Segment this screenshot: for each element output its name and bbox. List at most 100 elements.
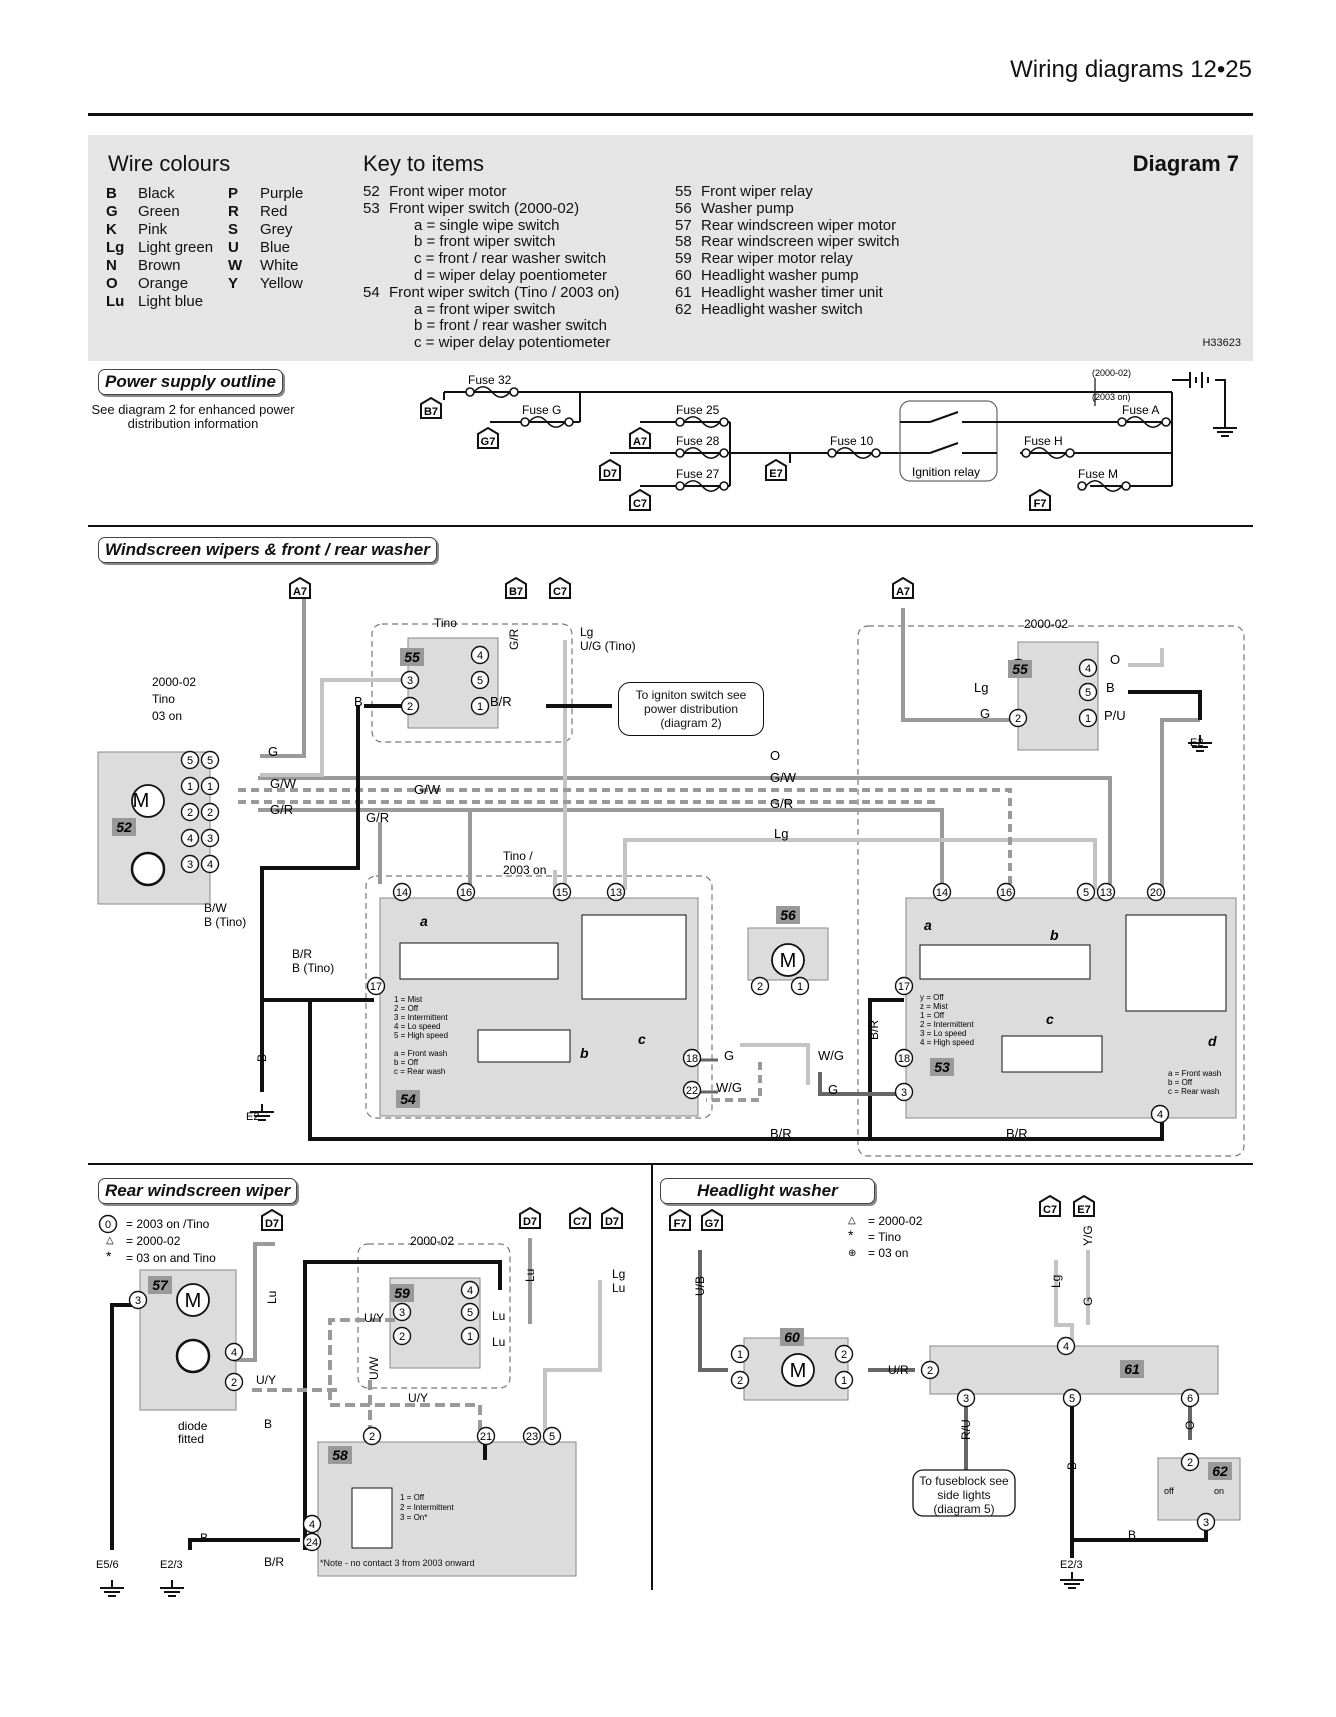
terminal-number: 21 <box>480 1431 492 1443</box>
wire-label: Lu <box>523 1269 537 1282</box>
earth-label: E2/3 <box>160 1559 183 1571</box>
fuse-label: Fuse 28 <box>676 434 720 448</box>
connector-label: D7 <box>605 1216 619 1228</box>
wire-name: Grey <box>260 221 293 238</box>
terminal-number: 4 <box>231 1347 237 1359</box>
terminal-number: 2 <box>927 1365 933 1377</box>
component-number-badge <box>396 1090 420 1108</box>
terminal <box>682 1080 702 1100</box>
component-number: 52 <box>116 819 132 835</box>
diode-note: fitted <box>178 1432 204 1446</box>
terminal <box>1180 1452 1200 1472</box>
connector-box <box>629 426 651 449</box>
connector-box <box>519 1206 541 1229</box>
component-number-badge <box>1008 660 1032 678</box>
connector-label: D7 <box>265 1218 279 1230</box>
power-supply-diagram <box>443 372 1238 493</box>
terminal-number: 1 <box>207 781 213 793</box>
key-text: c = wiper delay potentiometer <box>414 334 611 352</box>
terminal <box>392 1326 412 1346</box>
switch-legend: b = Off <box>1168 1078 1193 1087</box>
terminal-number: 23 <box>526 1431 538 1443</box>
connector-box <box>599 458 621 481</box>
wire-label: B <box>264 1417 272 1431</box>
wire-label: O <box>1183 1421 1197 1430</box>
terminal <box>362 1426 382 1446</box>
connector-box <box>289 576 311 599</box>
wire-label: U/Y <box>364 1311 384 1325</box>
wire-label: G/R <box>770 796 793 811</box>
terminal <box>1096 882 1116 902</box>
terminal <box>956 1388 976 1408</box>
wire-label: B <box>255 1054 269 1062</box>
terminal <box>200 776 220 796</box>
key-item: b = front / rear washer switch <box>363 317 607 334</box>
legend-symbol: △ <box>106 1235 114 1246</box>
wire-code: Y <box>228 275 239 292</box>
terminal-number: 14 <box>936 887 948 899</box>
wire-label: G/R <box>366 810 389 825</box>
terminal-number: 17 <box>898 981 910 993</box>
terminal <box>682 1048 702 1068</box>
component-number-badge <box>400 648 424 666</box>
wire-label: B <box>1128 1528 1136 1542</box>
wire-label: B (Tino) <box>204 915 246 929</box>
terminal <box>894 1048 914 1068</box>
component-number: 55 <box>1012 661 1028 677</box>
terminal-number: 2 <box>369 1431 375 1443</box>
component-number: 55 <box>404 649 420 665</box>
wire-label: B/R <box>770 1126 792 1141</box>
wire-label: B/R <box>292 947 312 961</box>
component-number-badge <box>780 1328 804 1346</box>
wire-label: O <box>1110 652 1120 667</box>
key-item: c = front / rear washer switch <box>363 250 606 267</box>
wire-code: N <box>106 257 117 274</box>
terminal-number: 4 <box>467 1285 473 1297</box>
terminal-number: 20 <box>1150 887 1162 899</box>
terminal-number: 16 <box>460 887 472 899</box>
terminal-number: 18 <box>686 1053 698 1065</box>
wire-colours-title: Wire colours <box>108 151 231 176</box>
connector-box <box>1029 488 1051 511</box>
terminal-number: 3 <box>963 1393 969 1405</box>
wire-label: U/B <box>693 1276 707 1296</box>
terminal-number: 13 <box>1100 887 1112 899</box>
ignition-switch-note-box <box>618 682 764 736</box>
connector-box <box>765 458 787 481</box>
connector-label: G7 <box>705 1218 720 1230</box>
terminal <box>366 976 386 996</box>
wire-label: G <box>980 706 990 721</box>
key-text: Rear wiper motor relay <box>701 250 853 268</box>
terminal-number: 5 <box>1083 887 1089 899</box>
connector-label: A7 <box>896 586 910 598</box>
wire-label: G/R <box>507 628 521 650</box>
key-number: 59 <box>675 250 692 268</box>
terminal-number: 5 <box>1085 687 1091 699</box>
component-number-badge <box>328 1446 352 1464</box>
terminal <box>470 645 490 665</box>
terminal-number: 1 <box>841 1375 847 1387</box>
key-item: d = wiper delay poentiometer <box>363 267 607 284</box>
terminal <box>920 1360 940 1380</box>
terminal-number: 6 <box>1187 1393 1193 1405</box>
terminal <box>1196 1512 1216 1532</box>
terminal-number: 15 <box>556 887 568 899</box>
terminal-number: 5 <box>467 1307 473 1319</box>
wire-label: B/R <box>264 1555 284 1569</box>
terminal <box>1078 658 1098 678</box>
motor-symbol: M <box>133 790 150 812</box>
switch-legend: a = Front wash <box>394 1049 447 1058</box>
terminal <box>224 1372 244 1392</box>
terminal-number: 2 <box>841 1349 847 1361</box>
component-number: 60 <box>784 1329 800 1345</box>
terminal <box>894 1082 914 1102</box>
terminal-number: 5 <box>1069 1393 1075 1405</box>
switch-legend: 3 = On* <box>400 1513 427 1522</box>
terminal <box>1146 882 1166 902</box>
